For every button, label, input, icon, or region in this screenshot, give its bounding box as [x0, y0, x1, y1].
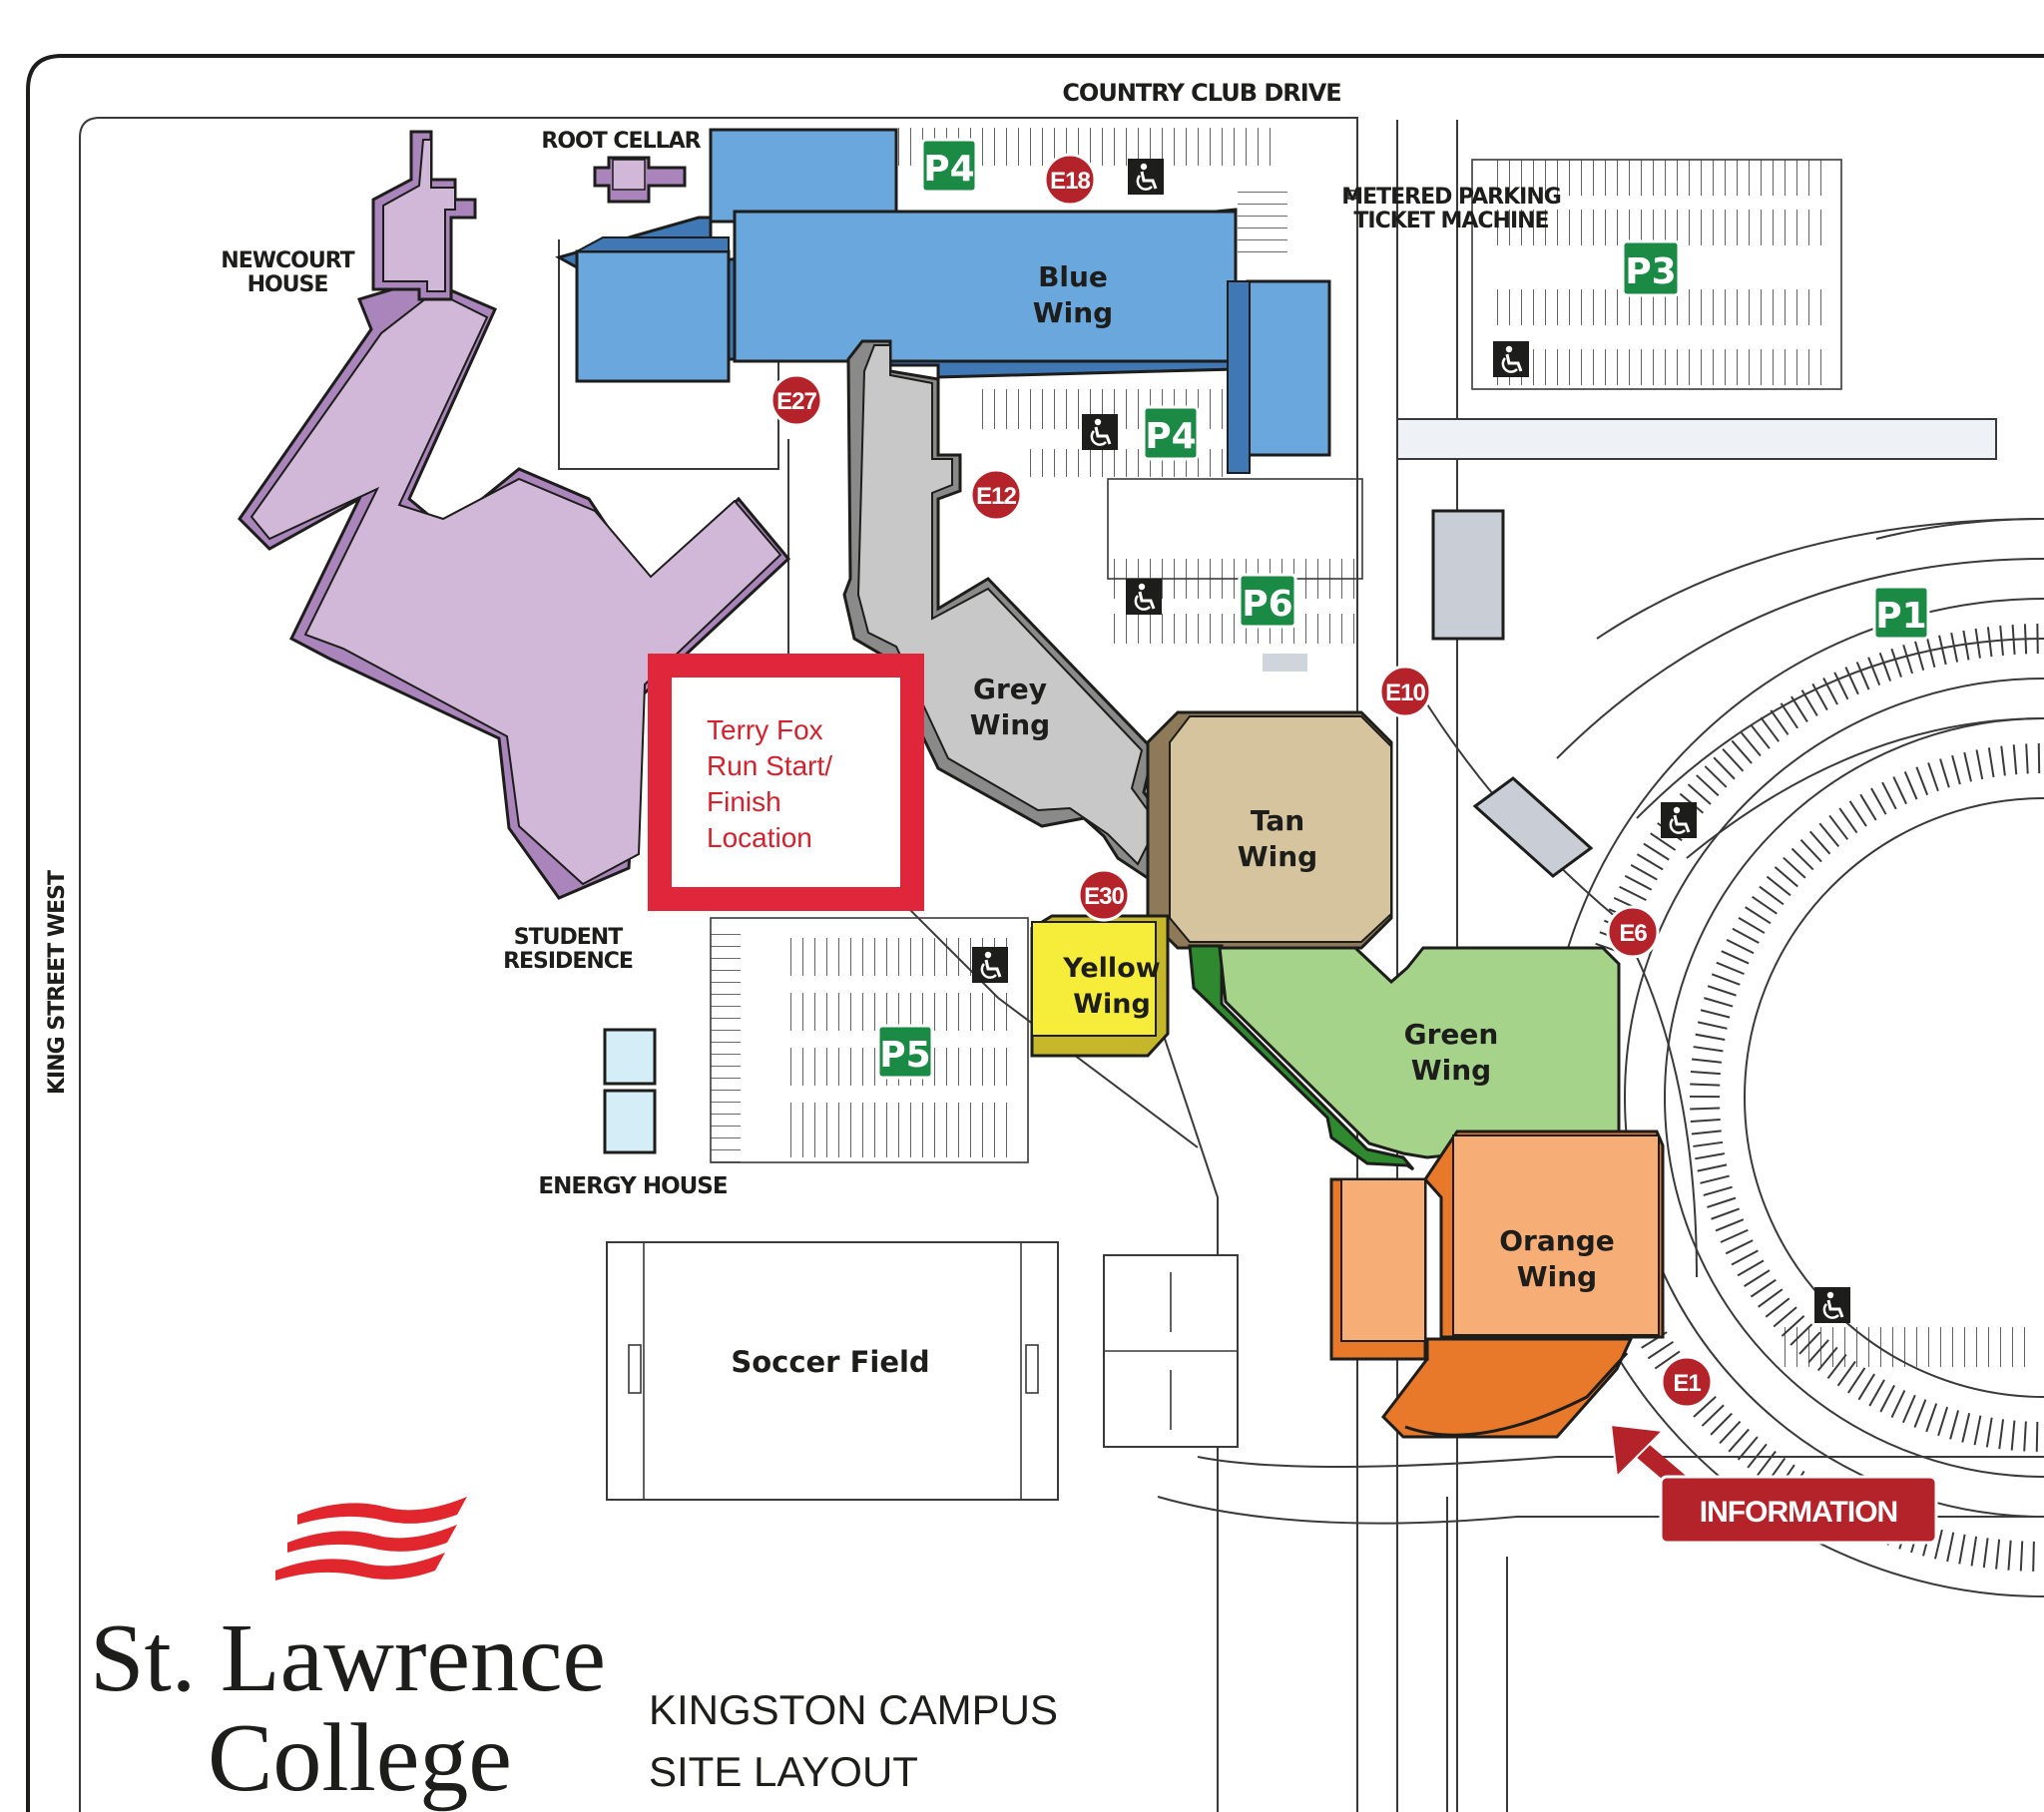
soccer-field: Soccer Field [606, 1241, 1059, 1501]
student-residence-building [238, 277, 791, 900]
orange-wing-label-2: Wing [1517, 1260, 1597, 1293]
parking-sign-p5: P5 [876, 1024, 934, 1080]
terry-fox-line-4: Location [707, 822, 812, 853]
information-banner: INFORMATION [1659, 1475, 1938, 1545]
college-logo [275, 1497, 467, 1581]
college-name-line-1: St. Lawrence [90, 1604, 606, 1712]
blue-wing-label-2: Wing [1033, 296, 1113, 329]
svg-text:E10: E10 [1385, 680, 1425, 706]
terry-fox-line-3: Finish [707, 786, 781, 817]
root-cellar-label: ROOT CELLAR [541, 129, 701, 154]
parking-sign-p1: P1 [1872, 585, 1930, 641]
terry-fox-line-2: Run Start/ [707, 750, 832, 781]
svg-text:E18: E18 [1050, 168, 1090, 195]
entrance-e30: E30 [1077, 868, 1131, 922]
green-wing-building: Green Wing [1188, 944, 1621, 1171]
energy-house-label: ENERGY HOUSE [538, 1173, 727, 1199]
grey-wing-label-1: Grey [973, 673, 1047, 705]
parking-sign-p4-mid: P4 [1142, 405, 1200, 461]
entrance-e12: E12 [969, 468, 1023, 522]
terry-fox-run-location: Terry Fox Run Start/ Finish Location [648, 654, 924, 911]
information-label: INFORMATION [1700, 1496, 1897, 1529]
metered-parking-label-1: METERED PARKING [1341, 185, 1561, 210]
svg-text:E6: E6 [1619, 920, 1647, 947]
wheelchair-icon [970, 945, 1010, 985]
wheelchair-icon [1659, 800, 1699, 840]
svg-text:P4: P4 [923, 149, 974, 190]
student-residence-label-1: STUDENT [514, 925, 623, 950]
wheelchair-icon [1812, 1285, 1852, 1325]
newcourt-house-label-2: HOUSE [248, 272, 328, 297]
blue-wing-label-1: Blue [1038, 260, 1108, 293]
blue-wing-building: Blue Wing [555, 128, 1331, 474]
king-street-west-label: KING STREET WEST [45, 870, 70, 1095]
orange-wing-label-1: Orange [1499, 1224, 1614, 1257]
yellow-wing-label-2: Wing [1073, 989, 1151, 1020]
svg-text:E27: E27 [776, 388, 816, 415]
entrance-e18: E18 [1043, 153, 1097, 207]
metered-parking-label-2: TICKET MACHINE [1353, 209, 1548, 233]
country-club-drive-label: COUNTRY CLUB DRIVE [1062, 79, 1340, 107]
wheelchair-icon [1491, 339, 1531, 379]
yellow-wing-label-1: Yellow [1062, 953, 1160, 984]
utility-building [1431, 509, 1505, 641]
green-wing-label-1: Green [1404, 1018, 1499, 1051]
tan-wing-building: Tan Wing [1146, 710, 1393, 950]
parking-sign-p6: P6 [1238, 573, 1297, 629]
wheelchair-icon [1126, 157, 1166, 197]
parking-sign-p4-top: P4 [920, 138, 978, 194]
newcourt-house-building [371, 130, 477, 301]
entrance-e6: E6 [1606, 905, 1660, 959]
soccer-field-label: Soccer Field [731, 1345, 929, 1379]
svg-text:P5: P5 [879, 1035, 930, 1076]
entrance-e10: E10 [1378, 665, 1432, 718]
svg-text:P4: P4 [1145, 416, 1196, 457]
entrance-e27: E27 [769, 373, 823, 427]
grey-wing-building: Grey Wing [842, 339, 1172, 881]
road-network [558, 120, 2044, 1812]
svg-text:P6: P6 [1242, 584, 1292, 625]
energy-house-building [603, 1028, 657, 1154]
svg-text:P1: P1 [1875, 596, 1926, 637]
yellow-wing-building: Yellow Wing [1030, 914, 1170, 1058]
campus-subtitle-2: SITE LAYOUT [649, 1748, 918, 1795]
campus-boundary [79, 117, 1358, 1812]
tan-wing-label-2: Wing [1238, 840, 1317, 873]
svg-text:E1: E1 [1673, 1370, 1701, 1397]
root-cellar-building [593, 156, 687, 204]
orange-wing-building: Orange Wing [1329, 1130, 1665, 1439]
svg-text:E12: E12 [976, 483, 1016, 510]
tennis-courts [1103, 1254, 1239, 1448]
wheelchair-icon [1124, 577, 1164, 617]
tan-wing-label-1: Tan [1251, 804, 1304, 837]
grey-wing-label-2: Wing [970, 708, 1050, 741]
campus-subtitle-1: KINGSTON CAMPUS [649, 1686, 1058, 1733]
parking-lot-p3 [1471, 159, 1842, 390]
wheelchair-icon [1080, 412, 1120, 452]
ticket-machine-marker [1347, 190, 1357, 200]
map-frame [26, 54, 2044, 1812]
svg-text:E30: E30 [1084, 883, 1124, 910]
svg-text:P3: P3 [1625, 251, 1676, 292]
terry-fox-line-1: Terry Fox [707, 714, 823, 745]
shelter-building [1472, 776, 1594, 878]
parking-lot-p6 [1107, 478, 1363, 672]
newcourt-house-label-1: NEWCOURT [221, 248, 354, 273]
green-wing-label-2: Wing [1411, 1054, 1491, 1087]
college-name-line-2: College [208, 1704, 512, 1812]
parking-sign-p3: P3 [1621, 239, 1681, 297]
entrance-e1: E1 [1660, 1355, 1714, 1409]
student-residence-label-2: RESIDENCE [503, 949, 633, 974]
